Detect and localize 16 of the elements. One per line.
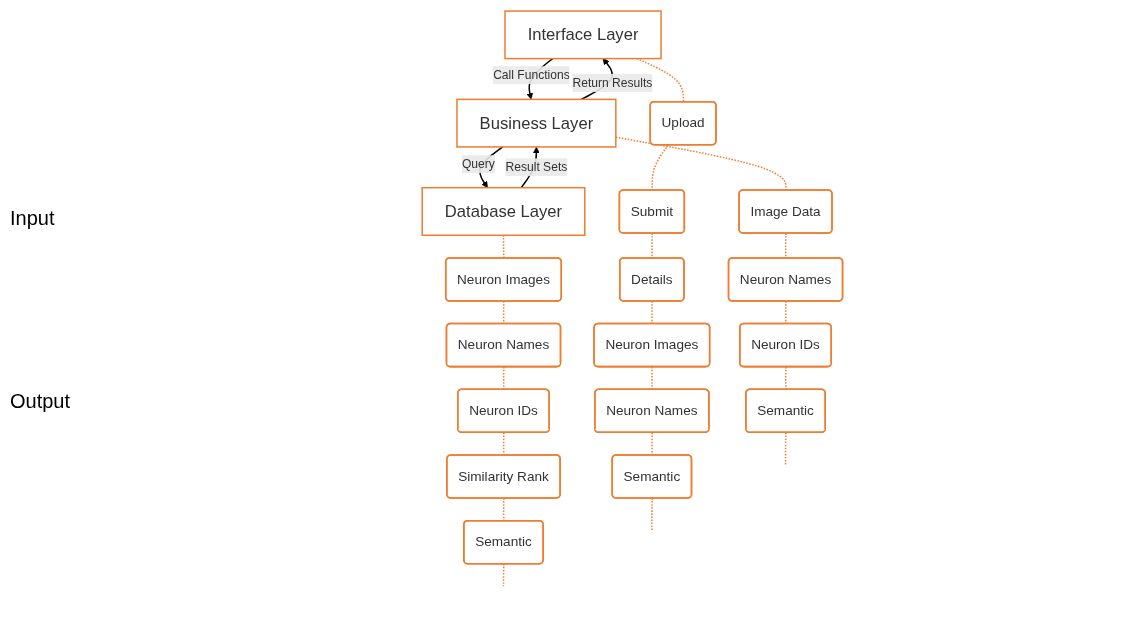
group-label: Input <box>10 207 56 230</box>
group-label: Output <box>10 390 72 413</box>
edge-label: Return Results <box>572 76 652 90</box>
edge-label: Query <box>461 157 495 171</box>
connector <box>502 300 505 325</box>
node-box: Business Layer <box>455 98 617 148</box>
connector <box>650 300 653 325</box>
connector <box>784 300 787 325</box>
connector <box>502 563 505 588</box>
node-box: Interface Layer <box>503 10 662 60</box>
edge-label: Result Sets <box>505 160 567 174</box>
connector <box>784 431 787 466</box>
edge-label: Call Functions <box>492 68 570 82</box>
connector <box>650 497 653 532</box>
connector <box>502 497 505 522</box>
node-box: Database Layer <box>421 186 586 236</box>
